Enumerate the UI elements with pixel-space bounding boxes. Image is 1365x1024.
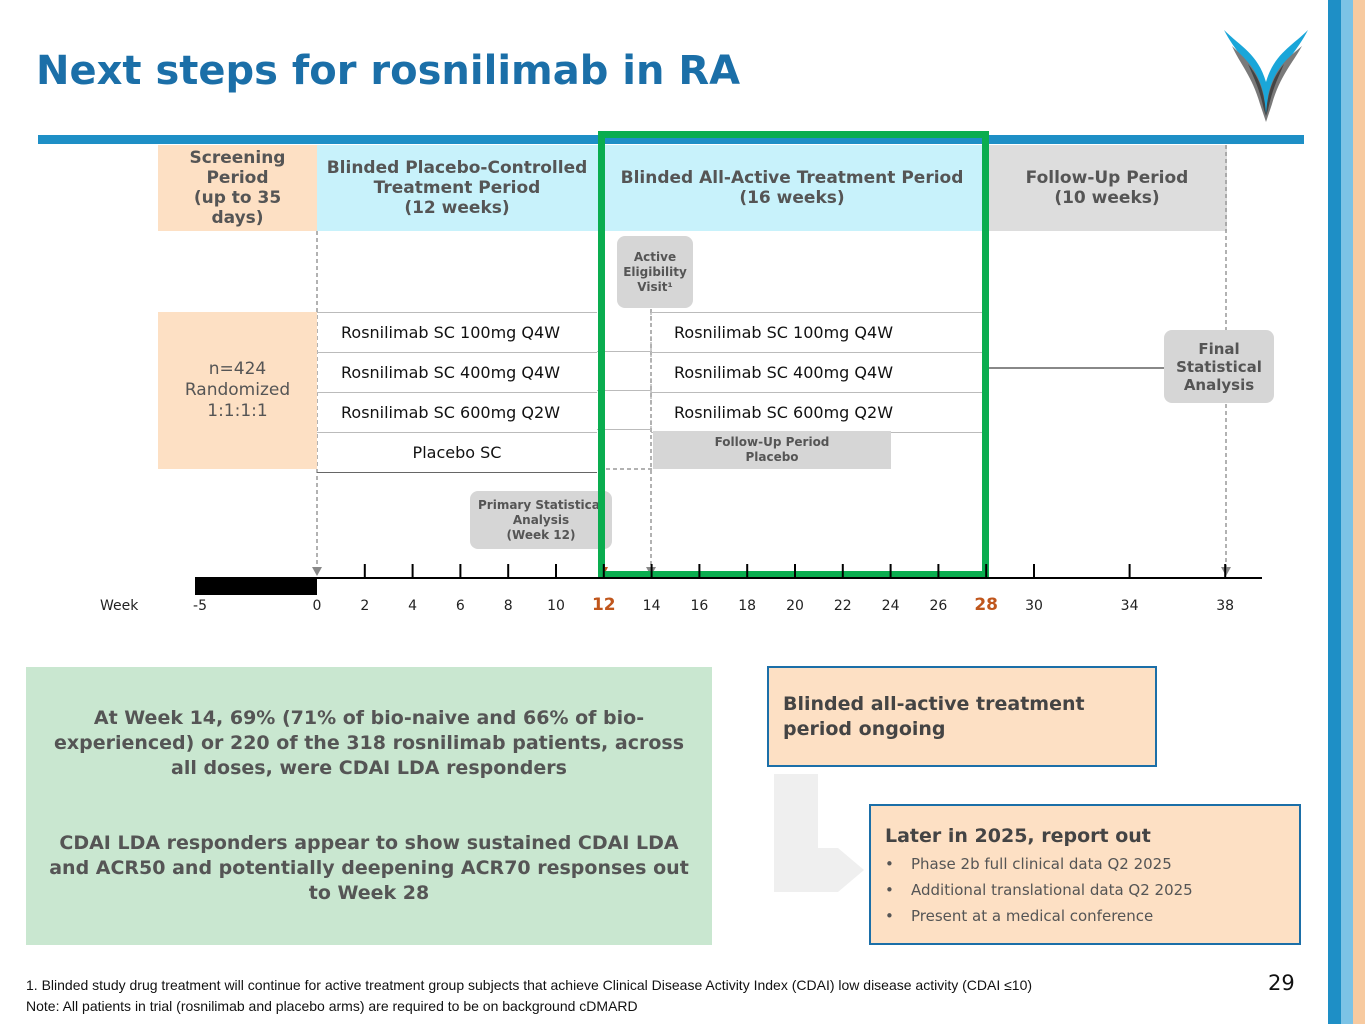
arm-divider [597, 429, 651, 430]
callout-line: Active [633, 249, 677, 264]
arm-row: Rosnilimab SC 100mg Q4W [317, 313, 597, 353]
bar-label: Follow-Up Period [714, 435, 830, 449]
elbow-arrow-icon [774, 774, 864, 892]
tick-label: 30 [1025, 598, 1043, 614]
edge-stripe [1341, 0, 1353, 1024]
footnote: Note: All patients in trial (rosnilimab … [26, 998, 638, 1014]
phase-label: (up to 35 [193, 188, 282, 208]
randomization-line: n=424 [208, 359, 267, 379]
page-title: Next steps for rosnilimab in RA [36, 48, 741, 94]
week0-arrow-icon [312, 567, 322, 576]
phase-label: (10 weeks) [1054, 188, 1160, 208]
tick-label: 26 [929, 598, 948, 614]
list-item: Present at a medical conference [885, 903, 1285, 929]
tick-label: 12 [591, 595, 616, 615]
list-item: Additional translational data Q2 2025 [885, 877, 1285, 903]
tick-label: -5 [193, 598, 207, 614]
arm-row: Placebo SC [317, 433, 597, 473]
footnote: 1. Blinded study drug treatment will con… [26, 977, 1033, 993]
tick-label: 6 [455, 598, 465, 614]
phase-label: Blinded Placebo-Controlled [326, 158, 588, 178]
company-logo-icon [1224, 30, 1308, 122]
callout-line: Statistical [1176, 357, 1262, 376]
active-eligibility-visit-callout: Active Eligibility Visit¹ [617, 236, 693, 308]
placebo-controlled-period-header: Blinded Placebo-Controlled Treatment Per… [317, 145, 597, 231]
later-heading: Later in 2025, report out [885, 825, 1151, 847]
screening-period-header: Screening Period (up to 35 days) [158, 145, 317, 231]
callout-line: Primary Statistical [478, 497, 604, 512]
tick-label: 10 [547, 598, 565, 614]
arm-row: Rosnilimab SC 100mg Q4W [651, 313, 987, 353]
arms-period2: Rosnilimab SC 100mg Q4W Rosnilimab SC 40… [651, 312, 987, 433]
arm-row: Rosnilimab SC 400mg Q4W [651, 353, 987, 393]
phase-label: Period [206, 168, 269, 188]
follow-up-placebo-bar: Follow-Up Period Placebo [653, 431, 891, 469]
arm-divider [597, 351, 651, 352]
bar-label: Placebo [745, 450, 799, 464]
callout-line: Analysis [1183, 375, 1255, 394]
callout-line: Final [1198, 339, 1240, 358]
current-period-highlight [598, 131, 989, 578]
page-number: 29 [1268, 971, 1295, 995]
follow-up-period-header: Follow-Up Period (10 weeks) [987, 145, 1227, 231]
callout-line: Eligibility [623, 264, 687, 279]
phase-label: Screening [189, 148, 286, 168]
phase-label: (12 weeks) [404, 198, 510, 218]
screening-bar [195, 578, 317, 595]
randomization-box: n=424 Randomized 1:1:1:1 [158, 312, 317, 469]
timeline-axis [195, 564, 1262, 595]
later-list: Phase 2b full clinical data Q2 2025 Addi… [885, 851, 1285, 929]
randomization-line: Randomized [184, 380, 291, 400]
finding-text: At Week 14, 69% (71% of bio-naive and 66… [53, 707, 684, 779]
tick-label: 8 [503, 598, 513, 614]
edge-stripe [1353, 0, 1365, 1024]
findings-panel: At Week 14, 69% (71% of bio-naive and 66… [26, 667, 712, 945]
tick-label: 24 [881, 598, 900, 614]
phase-label: Treatment Period [373, 178, 541, 198]
arm-row: Rosnilimab SC 400mg Q4W [317, 353, 597, 393]
axis-label: Week [100, 598, 139, 614]
edge-stripe [1328, 0, 1341, 1024]
tick-label: 20 [786, 598, 804, 614]
callout-line: Visit¹ [637, 279, 673, 294]
tick-label: 16 [690, 598, 709, 614]
tick-label: 18 [738, 598, 757, 614]
tick-label: 22 [833, 598, 852, 614]
primary-analysis-callout: Primary Statistical Analysis (Week 12) [470, 491, 612, 549]
arm-row: Rosnilimab SC 600mg Q2W [317, 393, 597, 433]
tick-label: 4 [408, 598, 418, 614]
callout-line: (Week 12) [506, 527, 576, 542]
phase-label: Blinded All-Active Treatment Period [620, 168, 964, 188]
arm-divider [597, 390, 651, 391]
list-item: Phase 2b full clinical data Q2 2025 [885, 851, 1285, 877]
tick-label: 2 [360, 598, 370, 614]
phase-label: (16 weeks) [739, 188, 845, 208]
phase-label: days) [211, 208, 264, 228]
tick-label: 0 [312, 598, 322, 614]
tick-label: 14 [642, 598, 661, 614]
status-box: Blinded all-active treatment period ongo… [767, 666, 1157, 767]
title-divider-bar [38, 135, 1304, 144]
callout-line: Analysis [512, 512, 570, 527]
footnotes: 1. Blinded study drug treatment will con… [26, 975, 1032, 1017]
all-active-period-header: Blinded All-Active Treatment Period (16 … [597, 145, 987, 231]
tick-label: 34 [1120, 598, 1139, 614]
phase-label: Follow-Up Period [1025, 168, 1189, 188]
later-box: Later in 2025, report out Phase 2b full … [869, 804, 1301, 945]
randomization-line: 1:1:1:1 [207, 401, 268, 421]
arms-period1: Rosnilimab SC 100mg Q4W Rosnilimab SC 40… [317, 312, 597, 473]
finding-text: CDAI LDA responders appear to show susta… [49, 832, 689, 904]
tick-label: 38 [1216, 598, 1235, 614]
final-analysis-callout: Final Statistical Analysis [1164, 330, 1274, 403]
tick-label: 28 [974, 595, 999, 615]
